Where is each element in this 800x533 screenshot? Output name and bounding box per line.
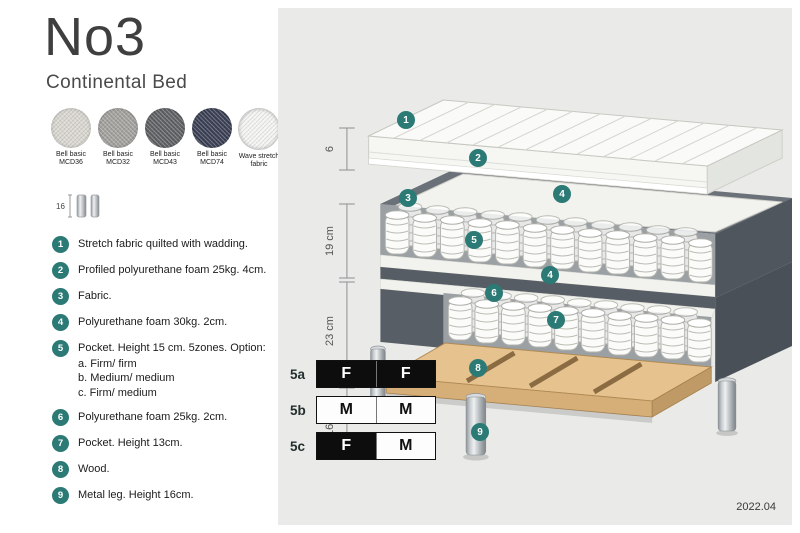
fabric-swatch-label: Wave stretch fabric (238, 153, 280, 169)
feature-number-badge: 1 (52, 236, 69, 253)
fabric-swatch-label: Bell basic MCD36 (56, 151, 86, 167)
firmness-row-5a: 5a F F (290, 360, 436, 388)
fabric-swatch: Bell basic MCD32 (97, 108, 139, 170)
feature-item: 6 Polyurethane foam 25kg. 2cm. (52, 409, 267, 427)
diagram-badge-1: 1 (397, 111, 415, 129)
firmness-cell: M (317, 397, 376, 423)
feature-option: b. Medium/ medium (78, 372, 175, 385)
feature-list: 1 Stretch fabric quilted with wadding. 2… (52, 236, 267, 513)
feature-text: Profiled polyurethane foam 25kg. 4cm. (78, 264, 267, 276)
feature-number-badge: 8 (52, 461, 69, 479)
feature-text: Wood. (78, 463, 110, 476)
feature-text: Polyurethane foam 25kg. 2cm. (78, 411, 228, 424)
diagram-badge-5: 5 (465, 231, 483, 249)
feature-number-badge: 5 (52, 340, 69, 357)
feature-item: 3 Fabric. (52, 288, 267, 305)
firmness-cell: M (375, 433, 435, 459)
feature-option-list: a. Firm/ firm b. Medium/ medium c. Firm/… (78, 357, 266, 400)
feature-number-badge: 4 (52, 314, 69, 331)
metal-leg-right (716, 377, 738, 436)
feature-number-badge: 6 (52, 409, 69, 427)
version-label: 2022.04 (736, 501, 776, 513)
middle-spring-layer (380, 168, 792, 309)
dimension-label: 19 cm (324, 226, 336, 256)
info-panel: No3 Continental Bed Bell basic MCD36 Bel… (0, 0, 280, 533)
feature-number-badge: 3 (52, 288, 69, 305)
firmness-cells: M M (316, 396, 436, 424)
feature-item: 2 Profiled polyurethane foam 25kg. 4cm. (52, 262, 267, 279)
firmness-row-5b: 5b M M (290, 396, 436, 424)
diagram-badge-3: 3 (399, 189, 417, 207)
diagram-badge-4a: 4 (553, 185, 571, 203)
feature-item: 4 Polyurethane foam 30kg. 2cm. (52, 314, 267, 331)
feature-item: 5 Pocket. Height 15 cm. 5zones. Option: … (52, 340, 267, 400)
fabric-swatch: Bell basic MCD36 (50, 108, 92, 170)
feature-text: Pocket. Height 13cm. (78, 437, 183, 450)
feature-item: 1 Stretch fabric quilted with wadding. (52, 236, 267, 253)
fabric-swatch-label: Bell basic MCD74 (197, 151, 227, 167)
firmness-cell: F (375, 361, 435, 387)
feature-option: a. Firm/ firm (78, 358, 137, 371)
leg-height-value: 16 (56, 202, 65, 211)
fabric-swatch-circle[interactable] (98, 108, 138, 148)
feature-item: 9 Metal leg. Height 16cm. (52, 487, 267, 505)
feature-number-badge: 2 (52, 262, 69, 279)
feature-item: 7 Pocket. Height 13cm. (52, 435, 267, 453)
fabric-swatch: Bell basic MCD74 (191, 108, 233, 170)
diagram-badge-7: 7 (547, 311, 565, 329)
firmness-options-table: 5a F F 5b M M 5c F M (290, 360, 436, 468)
firmness-cell: F (317, 433, 376, 459)
feature-item: 8 Wood. (52, 461, 267, 479)
diagram-badge-2: 2 (469, 149, 487, 167)
product-subtitle: Continental Bed (46, 72, 188, 93)
diagram-badge-9: 9 (471, 423, 489, 441)
feature-text: Metal leg. Height 16cm. (78, 489, 194, 502)
diagram-badge-6: 6 (485, 284, 503, 302)
firmness-cells: F F (316, 360, 436, 388)
fabric-swatches: Bell basic MCD36 Bell basic MCD32 Bell b… (50, 108, 280, 170)
dimension-label: 23 cm (324, 316, 336, 346)
top-mattress (366, 99, 785, 195)
firmness-cell: M (375, 397, 435, 423)
diagram-badge-8: 8 (469, 359, 487, 377)
feature-text: Fabric. (78, 290, 112, 302)
fabric-swatch-circle[interactable] (51, 108, 91, 148)
firmness-row-label: 5b (290, 402, 306, 418)
firmness-row-label: 5a (290, 366, 306, 382)
product-title: No3 (44, 7, 147, 67)
firmness-row-label: 5c (290, 438, 306, 454)
firmness-cell: F (317, 361, 376, 387)
feature-number-badge: 9 (52, 487, 69, 505)
leg-dimension-icon: 16 (54, 188, 106, 229)
feature-text: Stretch fabric quilted with wadding. (78, 238, 248, 250)
feature-option: c. Firm/ medium (78, 386, 157, 399)
fabric-swatch-circle[interactable] (192, 108, 232, 148)
firmness-row-5c: 5c F M (290, 432, 436, 460)
fabric-swatch-label: Bell basic MCD43 (150, 151, 180, 167)
feature-text: Pocket. Height 15 cm. 5zones. Option: (78, 342, 266, 354)
diagram-panel: 6 19 cm 23 cm 16 cm (278, 8, 792, 525)
fabric-swatch: Wave stretch fabric (238, 108, 280, 170)
lower-spring-layer (380, 262, 792, 382)
feature-text: Polyurethane foam 30kg. 2cm. (78, 316, 228, 328)
dimension-label: 6 (324, 146, 336, 152)
feature-number-badge: 7 (52, 435, 69, 453)
fabric-swatch: Bell basic MCD43 (144, 108, 186, 170)
diagram-badge-4b: 4 (541, 266, 559, 284)
bed-illustration: 6 19 cm 23 cm 16 cm (324, 99, 792, 461)
fabric-swatch-circle[interactable] (238, 108, 280, 150)
fabric-swatch-circle[interactable] (145, 108, 185, 148)
fabric-swatch-label: Bell basic MCD32 (103, 151, 133, 167)
firmness-cells: F M (316, 432, 436, 460)
